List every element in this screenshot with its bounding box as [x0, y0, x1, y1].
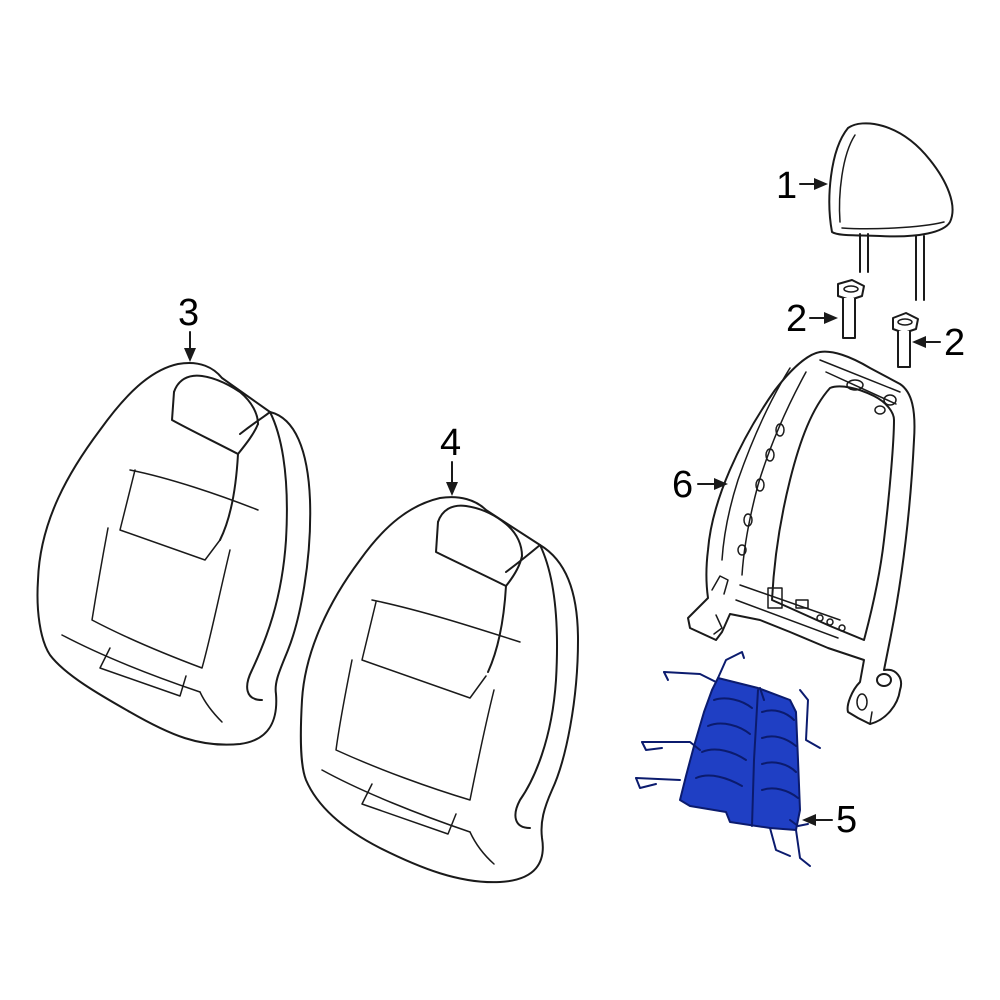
callout-4: 4 [440, 422, 461, 496]
headrest-guide-left[interactable] [837, 279, 865, 339]
arrow-right-icon [824, 312, 838, 324]
callout-label-6: 6 [672, 464, 693, 506]
callout-label-1: 1 [776, 165, 797, 207]
callout-label-5: 5 [836, 799, 857, 841]
arrow-down-icon [446, 482, 458, 496]
callout-label-3: 3 [178, 292, 199, 334]
callout-label-2a: 2 [786, 298, 807, 340]
headrest[interactable] [828, 122, 954, 301]
arrow-right-icon [714, 478, 728, 490]
callout-label-2b: 2 [944, 322, 965, 364]
callout-3: 3 [178, 292, 199, 362]
arrow-left-icon [802, 814, 816, 826]
seat-back-pad[interactable] [299, 496, 579, 884]
callout-2b: 2 [912, 322, 965, 364]
seat-back-frame[interactable] [687, 350, 916, 725]
seat-back-cover[interactable] [36, 362, 312, 746]
headrest-guide-right[interactable] [892, 312, 919, 368]
callout-6: 6 [672, 464, 728, 506]
callout-5: 5 [802, 799, 857, 841]
lumbar-support[interactable] [635, 651, 821, 867]
callout-label-4: 4 [440, 422, 461, 464]
callout-1: 1 [776, 165, 828, 207]
arrow-left-icon [912, 336, 926, 348]
arrow-right-icon [814, 178, 828, 190]
arrow-down-icon [184, 348, 196, 362]
callout-2a: 2 [786, 298, 838, 340]
